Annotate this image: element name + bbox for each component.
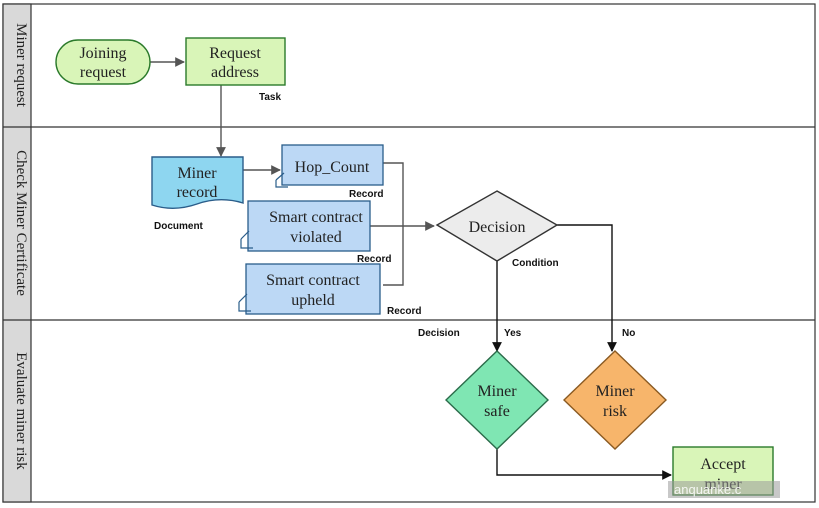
hop-count-node: Hop_Count Record (275, 144, 384, 200)
miner-record-line1: Miner (177, 165, 217, 182)
upheld-line2: upheld (291, 292, 335, 309)
document-label: Document (154, 221, 204, 232)
yes-label: Yes (504, 328, 522, 339)
arrow-decision-no (557, 224, 617, 352)
miner-safe-node: Miner safe (444, 350, 550, 450)
lane-title-evaluate-miner-risk: Evaluate miner risk (13, 352, 29, 470)
miner-record-node: Miner record Document (151, 156, 244, 232)
smart-contract-violated-node: Smart contract violated Record (240, 200, 391, 265)
miner-risk-line2: risk (603, 403, 627, 420)
arrow-safe-to-accept (496, 449, 672, 480)
upheld-line1: Smart contract (266, 272, 360, 289)
decision-branch-label: Decision (418, 328, 460, 339)
no-label: No (622, 328, 635, 339)
miner-safe-line1: Miner (477, 383, 517, 400)
violated-line2: violated (290, 229, 342, 246)
miner-record-line2: record (177, 184, 218, 201)
request-address-line1: Request (209, 45, 261, 62)
hop-count-text: Hop_Count (295, 159, 370, 176)
diagram-frame (2, 3, 816, 503)
smart-contract-upheld-node: Smart contract upheld Record (238, 263, 421, 317)
lane-title-miner-request: Miner request (13, 23, 29, 108)
decision-node: Decision Condition (435, 190, 559, 269)
miner-safe-line2: safe (484, 403, 510, 420)
joining-request-line2: request (80, 64, 127, 81)
miner-risk-node: Miner risk (562, 350, 668, 450)
joining-request-node: Joining request (55, 39, 151, 85)
miner-risk-line1: Miner (595, 383, 635, 400)
watermark: anquanke.c (668, 481, 780, 498)
lane-header-column (2, 3, 32, 503)
decision-text: Decision (469, 219, 526, 236)
record-label-1: Record (349, 189, 383, 200)
bracket-records (383, 162, 404, 286)
task-label: Task (259, 92, 281, 103)
violated-line1: Smart contract (269, 209, 363, 226)
connectors (150, 57, 672, 480)
condition-label: Condition (512, 258, 559, 269)
record-label-2: Record (357, 254, 391, 265)
accept-miner-line1: Accept (700, 456, 746, 473)
request-address-node: Request address Task (185, 37, 286, 103)
lane-title-check-miner-certificate: Check Miner Certificate (13, 150, 29, 296)
joining-request-line1: Joining (79, 45, 126, 62)
record-label-3: Record (387, 306, 421, 317)
watermark-text: anquanke.c (674, 482, 742, 497)
lanes: Miner request Check Miner Certificate Ev… (2, 3, 816, 503)
request-address-line2: address (211, 64, 259, 81)
